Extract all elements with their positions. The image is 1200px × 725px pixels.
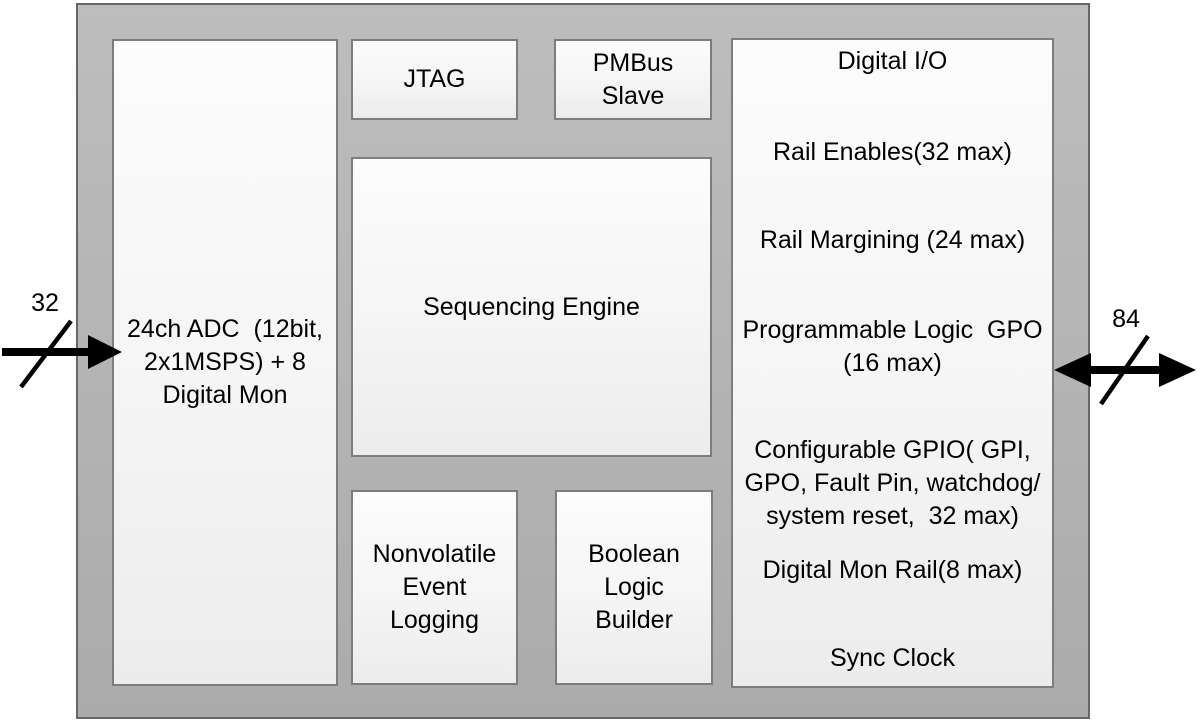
- digital-io-item-digital-mon-rail: Digital Mon Rail(8 max): [762, 556, 1023, 584]
- bidirectional-bus-arrow-icon: [1054, 334, 1196, 406]
- block-adc: 24ch ADC (12bit, 2x1MSPS) + 8 Digital Mo…: [112, 39, 338, 686]
- io-bus-width-label: 84: [1112, 305, 1140, 333]
- digital-io-item-sync-clock: Sync Clock: [829, 644, 956, 672]
- jtag-label: JTAG: [403, 65, 466, 93]
- sequencing-engine-label: Sequencing Engine: [423, 292, 640, 321]
- digital-io-title: Digital I/O: [837, 47, 948, 75]
- io-bus-arrowhead-left: [1054, 353, 1091, 387]
- digital-io-item-configurable-gpio: Configurable GPIO( GPI, GPO, Fault Pin, …: [744, 436, 1041, 530]
- block-pmbus-slave: PMBus Slave: [554, 39, 712, 120]
- block-digital-io: Digital I/O Rail Enables(32 max) Rail Ma…: [731, 38, 1054, 688]
- pmbus-slave-label: PMBus Slave: [592, 48, 674, 110]
- block-boolean-logic-builder: Boolean Logic Builder: [555, 490, 713, 685]
- io-bus-width-slash-icon: [1099, 334, 1150, 406]
- block-nonvolatile-event-logging: Nonvolatile Event Logging: [351, 490, 518, 685]
- boolean-logic-builder-label: Boolean Logic Builder: [588, 540, 680, 634]
- chip-body: 24ch ADC (12bit, 2x1MSPS) + 8 Digital Mo…: [76, 3, 1090, 719]
- digital-io-item-rail-enables: Rail Enables(32 max): [773, 138, 1012, 166]
- input-bus-arrowhead: [88, 335, 122, 369]
- input-bus-width-slash-icon: [19, 319, 73, 389]
- io-bus-arrowhead-right: [1159, 353, 1196, 387]
- digital-io-item-rail-margining: Rail Margining (24 max): [759, 226, 1026, 254]
- nonvolatile-event-logging-label: Nonvolatile Event Logging: [372, 540, 497, 634]
- block-sequencing-engine: Sequencing Engine: [351, 157, 712, 457]
- block-jtag: JTAG: [351, 39, 518, 120]
- input-bus-arrow-icon: [2, 319, 122, 389]
- adc-label: 24ch ADC (12bit, 2x1MSPS) + 8 Digital Mo…: [127, 315, 323, 409]
- digital-io-item-programmable-logic-gpo: Programmable Logic GPO (16 max): [742, 316, 1043, 377]
- input-bus-width-label: 32: [31, 289, 59, 317]
